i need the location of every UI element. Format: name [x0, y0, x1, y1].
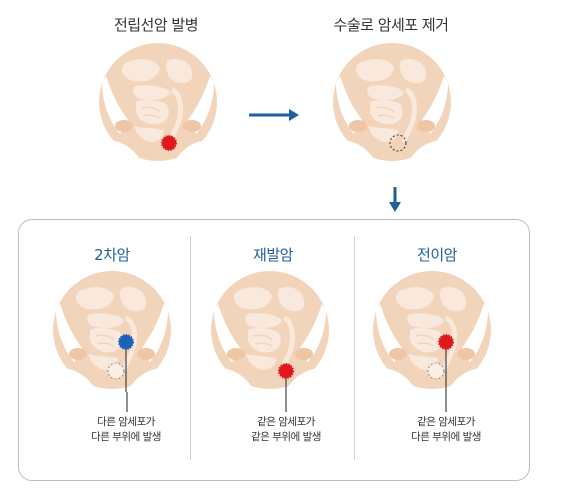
tumor-red-marker — [278, 363, 294, 379]
caption-line: 같은 부위에 발생 — [251, 431, 321, 443]
case-caption-second-cancer: 다른 암세포가 다른 부위에 발생 — [51, 415, 201, 445]
pointer-line-extension — [445, 392, 447, 412]
pointer-line-extension — [285, 392, 287, 412]
case-title-recurrence: 재발암 — [253, 246, 293, 264]
original-tumor-site — [427, 362, 445, 380]
torso-illustration-removal — [330, 40, 454, 164]
arrow-right-icon — [249, 109, 299, 121]
caption-line: 다른 암세포가 — [97, 416, 155, 428]
case-title-metastasis: 전이암 — [417, 246, 457, 264]
case-caption-metastasis: 같은 암세포가 다른 부위에 발생 — [371, 415, 521, 445]
tumor-blue-marker — [118, 334, 134, 350]
caption-line: 다른 부위에 발생 — [411, 431, 481, 443]
step-title-onset: 전립선암 발병 — [113, 16, 199, 34]
cases-panel — [18, 219, 530, 481]
caption-line: 같은 암세포가 — [257, 416, 315, 428]
original-tumor-site — [107, 362, 125, 380]
removed-tumor-outline — [389, 134, 407, 152]
pointer-line-extension — [126, 392, 128, 412]
torso-illustration-second-cancer — [50, 268, 174, 392]
tumor-red-marker — [161, 135, 177, 151]
case-title-second-cancer: 2차암 — [94, 246, 130, 264]
torso-illustration-recurrence — [208, 268, 332, 392]
case-caption-recurrence: 같은 암세포가 같은 부위에 발생 — [211, 415, 361, 445]
caption-line: 같은 암세포가 — [417, 416, 475, 428]
caption-line: 다른 부위에 발생 — [91, 431, 161, 443]
torso-illustration-metastasis — [370, 268, 494, 392]
panel-divider — [354, 236, 355, 460]
panel-divider — [190, 236, 191, 460]
torso-illustration-onset — [96, 40, 220, 164]
tumor-red-marker — [438, 334, 454, 350]
arrow-down-icon — [389, 187, 401, 212]
step-title-removal: 수술로 암세포 제거 — [333, 16, 449, 34]
